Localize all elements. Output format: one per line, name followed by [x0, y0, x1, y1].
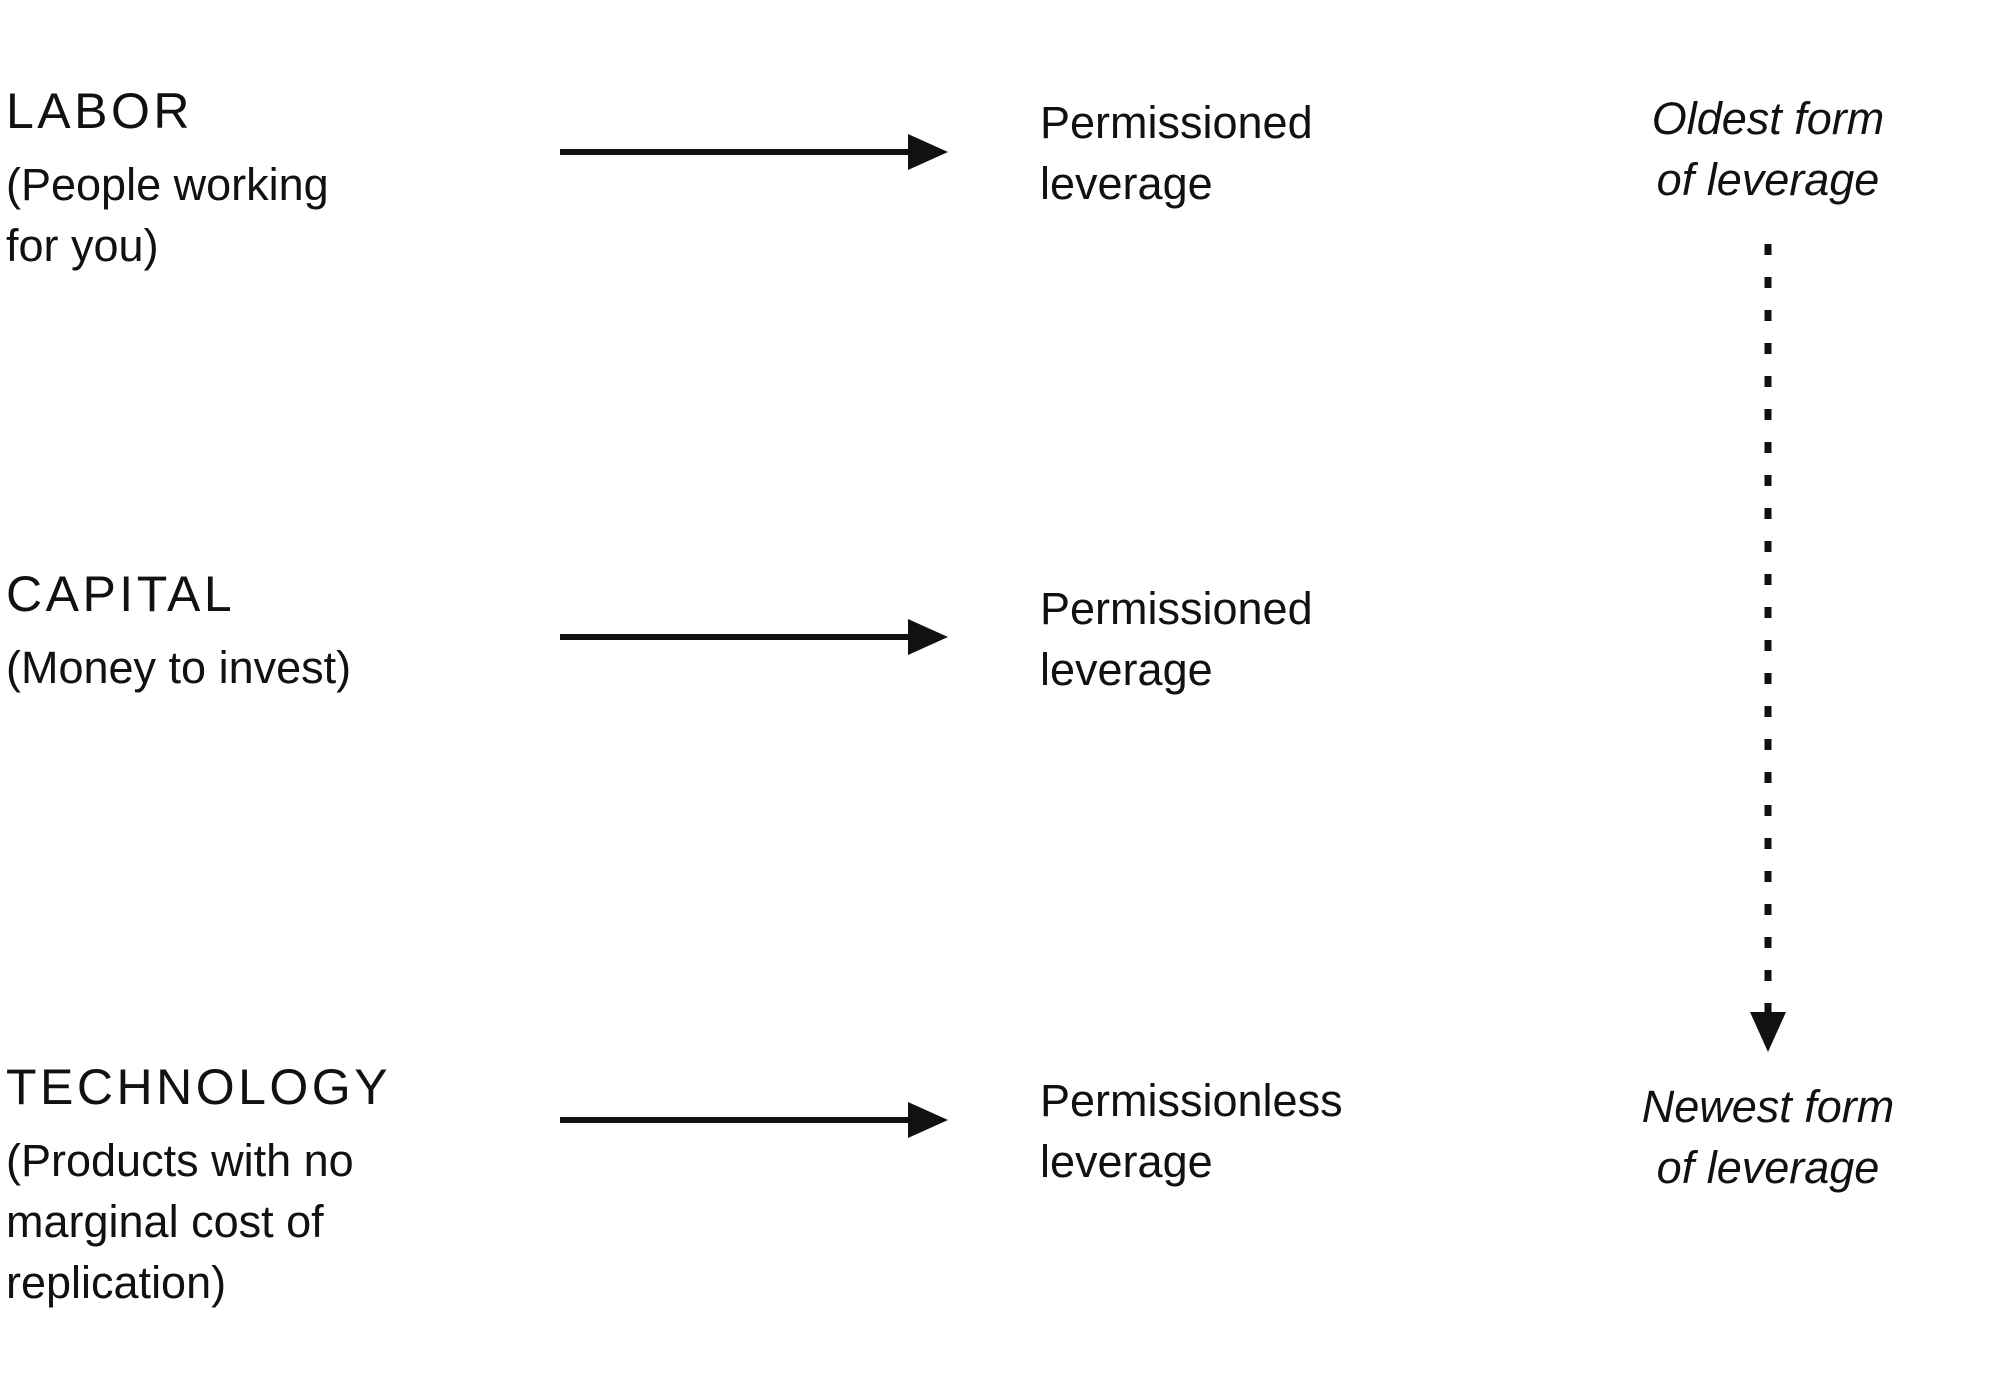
outcome-line: leverage [1040, 158, 1213, 209]
arrow-labor-to-outcome [560, 130, 950, 174]
description-line: (Products with no [6, 1135, 354, 1186]
outcome-line: Permissionless [1040, 1075, 1343, 1126]
timeline-note-line: of leverage [1656, 154, 1880, 205]
outcome-line: leverage [1040, 1136, 1213, 1187]
timeline-note-oldest: Oldest form of leverage [1608, 88, 1928, 210]
arrow-capital-to-outcome [560, 615, 950, 659]
outcome-line: leverage [1040, 644, 1213, 695]
type-label-labor: LABOR [6, 83, 194, 139]
outcome-label-capital: Permissioned leverage [1040, 578, 1500, 700]
outcome-line: Permissioned [1040, 97, 1313, 148]
dashed-down-arrow-icon [1688, 240, 1848, 1060]
timeline-note-line: of leverage [1656, 1142, 1880, 1193]
description-line: (People working [6, 159, 329, 210]
description-line: for you) [6, 220, 159, 271]
description-line: marginal cost of [6, 1196, 324, 1247]
timeline-note-line: Oldest form [1651, 93, 1885, 144]
type-description-capital: (Money to invest) [6, 637, 566, 698]
arrow-technology-to-outcome [560, 1098, 950, 1142]
description-line: replication) [6, 1257, 227, 1308]
timeline-note-line: Newest form [1641, 1081, 1895, 1132]
description-line: (Money to invest) [6, 642, 352, 693]
type-description-labor: (People working for you) [6, 154, 566, 276]
type-label-capital: CAPITAL [6, 566, 236, 622]
leverage-row-labor: LABOR (People working for you) [6, 82, 566, 276]
type-description-technology: (Products with no marginal cost of repli… [6, 1130, 566, 1313]
leverage-row-technology: TECHNOLOGY (Products with no marginal co… [6, 1058, 566, 1313]
type-label-technology: TECHNOLOGY [6, 1059, 392, 1115]
outcome-line: Permissioned [1040, 583, 1313, 634]
timeline-note-newest: Newest form of leverage [1608, 1076, 1928, 1198]
leverage-row-capital: CAPITAL (Money to invest) [6, 565, 566, 698]
outcome-label-labor: Permissioned leverage [1040, 92, 1500, 214]
outcome-label-technology: Permissionless leverage [1040, 1070, 1500, 1192]
